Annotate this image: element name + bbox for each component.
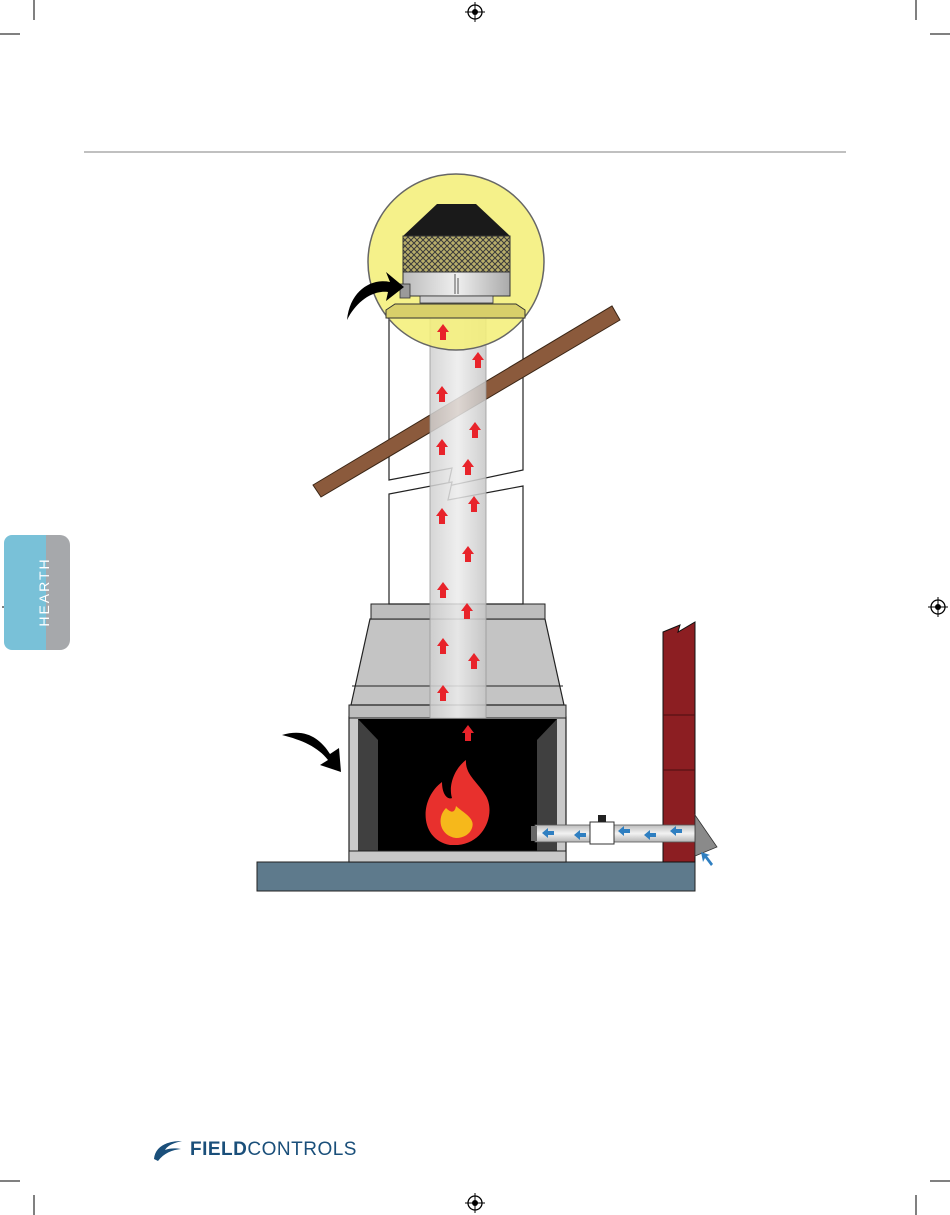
section-tab: HEARTH — [4, 535, 70, 650]
brand-wordmark: FIELDCONTROLS — [190, 1139, 357, 1161]
registration-mark-icon — [928, 597, 948, 617]
curved-arrow-icon — [282, 733, 341, 772]
section-tab-label: HEARTH — [36, 557, 52, 626]
registration-mark-icon — [465, 1193, 485, 1213]
brand-swoosh-icon — [152, 1137, 184, 1163]
brand-logo: FIELDCONTROLS — [152, 1136, 357, 1164]
registration-mark-icon — [465, 2, 485, 22]
brand-bold: FIELD — [190, 1139, 247, 1160]
hearth-base — [257, 862, 695, 891]
intake-arrow-icon — [701, 852, 713, 866]
brand-regular: CONTROLS — [247, 1139, 357, 1160]
